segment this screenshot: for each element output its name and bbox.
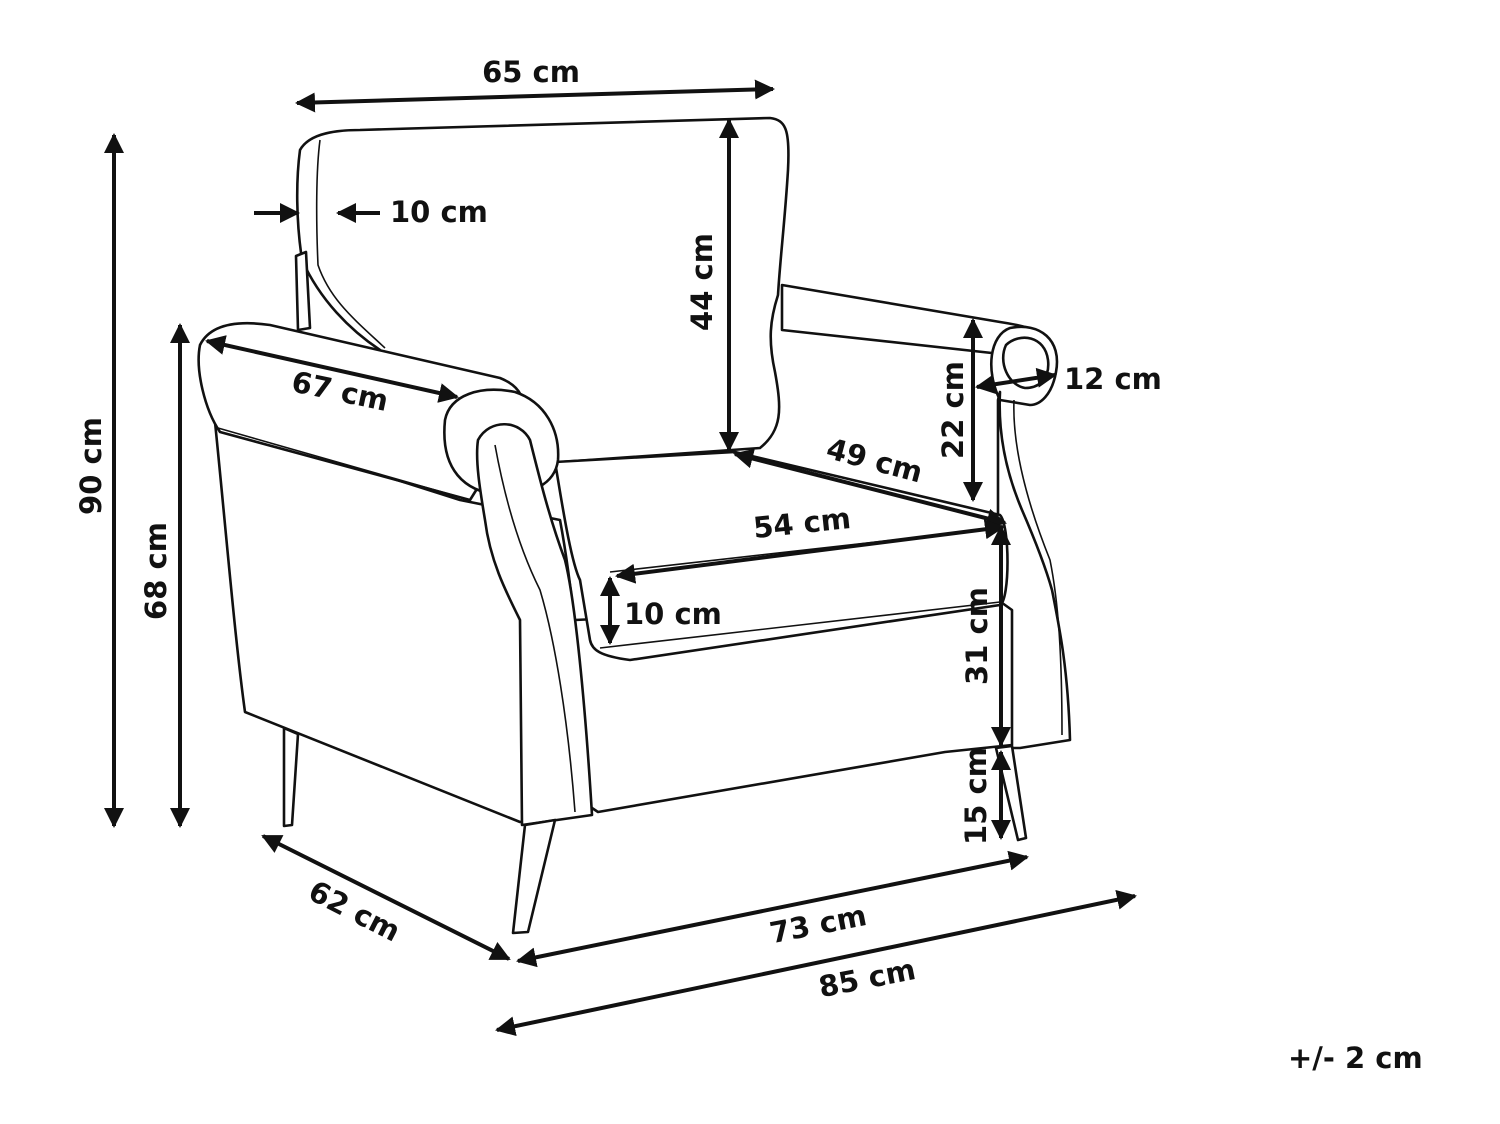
right-arm-piping [1013, 399, 1063, 736]
leg-front-left [511, 818, 557, 935]
leg-back-left [282, 726, 300, 828]
left-arm-top-piping [217, 427, 471, 501]
dim-seat-width [615, 519, 1005, 584]
dim-back-width [295, 79, 775, 113]
dim-total-depth [261, 834, 511, 961]
label-arm-height: 22 cm [936, 361, 970, 459]
label-seat-height: 31 cm [960, 587, 994, 685]
left-arm-front-piping [494, 444, 576, 813]
dimension-lines [104, 79, 1137, 1037]
label-arm-total-height: 68 cm [139, 522, 173, 620]
dim-arm-width [975, 367, 1057, 395]
dim-arm-length [205, 335, 459, 403]
label-leg-height: 15 cm [959, 747, 993, 845]
backrest-piping [315, 139, 386, 349]
armchair [197, 116, 1072, 935]
label-total-depth: 62 cm [303, 874, 406, 949]
tolerance-note: +/- 2 cm [1288, 1041, 1423, 1075]
label-back-width: 65 cm [482, 55, 580, 89]
label-arm-width: 12 cm [1064, 362, 1162, 396]
left-arm-front [475, 423, 594, 827]
back-frame [294, 250, 312, 332]
label-total-height: 90 cm [74, 417, 108, 515]
label-back-height: 44 cm [685, 233, 719, 331]
label-back-thickness: 10 cm [390, 195, 488, 229]
label-cushion-thickness: 10 cm [624, 597, 722, 631]
dim-total-width [495, 889, 1137, 1037]
dim-seat-depth [733, 448, 1007, 529]
